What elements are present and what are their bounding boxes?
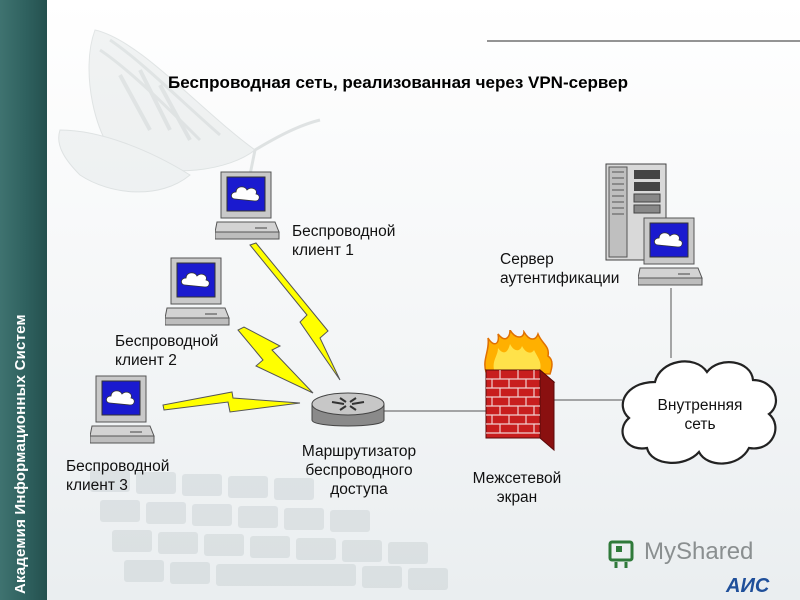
wireless-link-icon (162, 391, 301, 413)
router-label: Маршрутизатор беспроводного доступа (301, 443, 417, 498)
computer-icon (165, 257, 230, 326)
firewall-label: Межсетевой экран (472, 470, 562, 506)
ais-logo-text: АИС (725, 575, 770, 596)
firewall-icon (484, 330, 556, 452)
computer-icon (638, 217, 703, 286)
internal-network-label: Внутренняя сеть (657, 397, 743, 433)
wireless-link-icon (249, 242, 341, 381)
cloud-icon (621, 360, 778, 465)
keyboard-watermark (90, 470, 448, 590)
computer-icon (215, 171, 280, 240)
client3-label: Беспроводной клиент 3 (66, 458, 170, 494)
ais-logo: АИС (725, 575, 770, 596)
sidebar: Академия Информационных Систем (0, 0, 47, 600)
slide-title: Беспроводная сеть, реализованная через V… (168, 73, 628, 92)
myshared-watermark: MyShared (644, 538, 754, 565)
router-icon (311, 392, 385, 427)
auth-server-label: Сервер аутентификации (500, 251, 620, 287)
client2-label: Беспроводной клиент 2 (115, 333, 219, 369)
wireless-link-icon (237, 326, 314, 394)
computer-icon (90, 375, 155, 444)
myshared-logo-icon (608, 540, 634, 568)
client1-label: Беспроводной клиент 1 (292, 223, 396, 259)
